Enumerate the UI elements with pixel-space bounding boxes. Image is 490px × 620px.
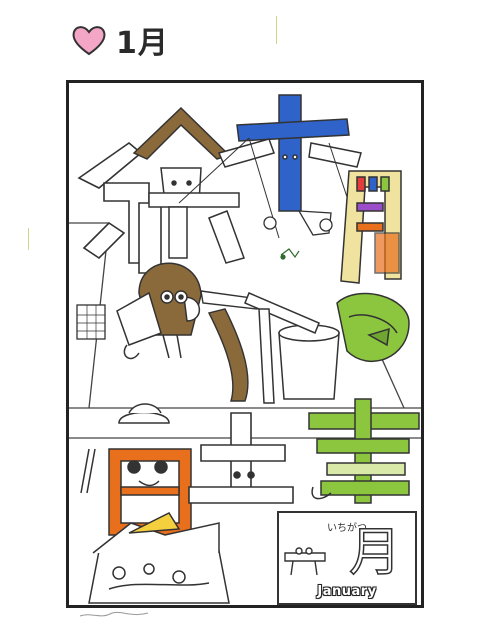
month-title: 1月 xyxy=(116,26,169,61)
new-year-illustration xyxy=(69,94,421,604)
heart-icon xyxy=(72,26,106,56)
calendar-card: いちがつ 月 January xyxy=(66,80,424,608)
month-kanji-label: 月 xyxy=(348,523,402,583)
rainbow-tsuki-character xyxy=(340,170,402,284)
page-header: 1月 xyxy=(70,20,169,61)
stray-mark xyxy=(276,16,277,44)
pine-sprig xyxy=(280,248,300,260)
mortar-and-pestle xyxy=(244,292,340,404)
kanji-tsuchi-character xyxy=(188,412,294,504)
calendar-board xyxy=(76,304,106,340)
osechi-box xyxy=(88,512,230,604)
brown-character xyxy=(132,106,245,264)
brown-swirl xyxy=(200,290,260,402)
kanji-kotobuki-character xyxy=(308,398,420,504)
month-english-label: January xyxy=(317,584,377,599)
stray-mark xyxy=(28,228,29,250)
month-reading-kana: いちがつ xyxy=(327,523,367,534)
bird-character xyxy=(116,262,202,360)
kanji-toshi-outline xyxy=(77,141,162,274)
kagami-mochi-character xyxy=(80,403,192,536)
blue-kanji-character xyxy=(217,94,362,212)
pencil-scribble xyxy=(79,611,149,617)
month-kanji-art xyxy=(284,547,326,576)
month-label-box: いちがつ 月 January xyxy=(277,511,417,605)
green-character xyxy=(336,292,410,362)
